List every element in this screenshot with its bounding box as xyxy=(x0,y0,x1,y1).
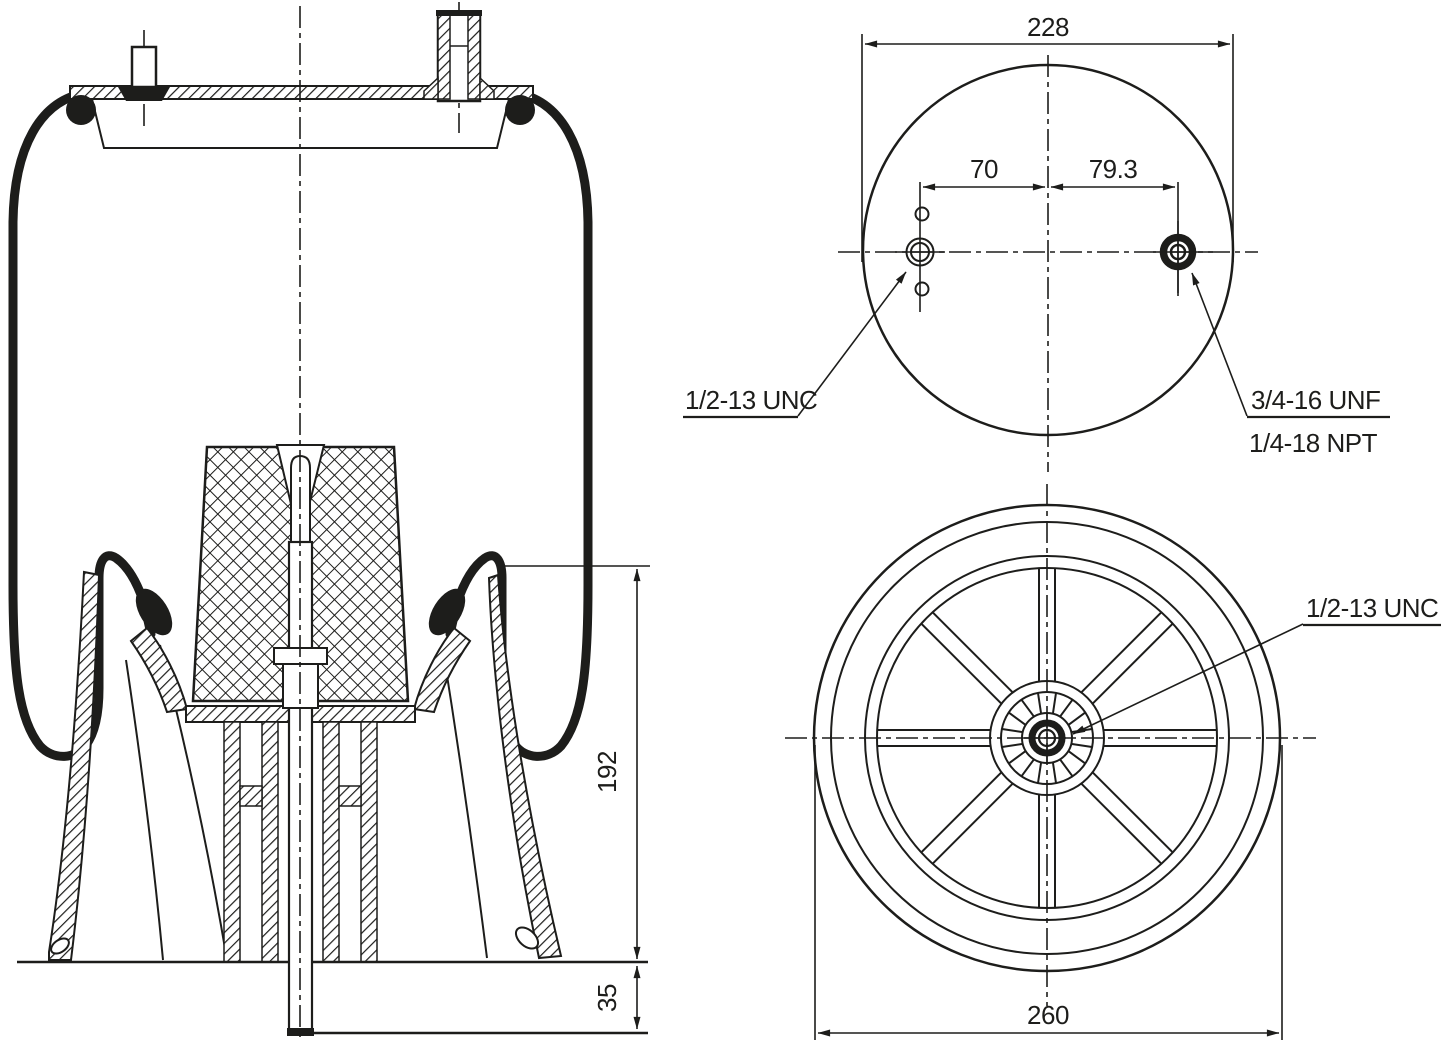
label-stud-thread: 1/2-13 UNC xyxy=(685,385,817,415)
label-center-thread: 1/2-13 UNC xyxy=(1306,593,1438,623)
dimension-diameter-228: 228 xyxy=(861,12,1234,262)
dimension-offset-79-3: 79.3 xyxy=(1050,154,1179,296)
dimension-diameter-260: 260 xyxy=(814,745,1283,1040)
label-fitting-thread: 3/4-16 UNF xyxy=(1251,385,1380,415)
top-view: 228 70 79.3 1/2-13 UNC xyxy=(683,12,1390,472)
girdle-clamp xyxy=(129,588,472,714)
stud-hole xyxy=(895,206,945,297)
bead-roll-right xyxy=(505,95,535,125)
callout-center-thread: 1/2-13 UNC xyxy=(1072,593,1441,735)
air-port-hole xyxy=(1153,221,1213,293)
dim-label-79-3: 79.3 xyxy=(1089,154,1138,184)
dimension-height-192: 192 xyxy=(504,565,650,960)
callout-fitting-thread: 3/4-16 UNF 1/4-18 NPT xyxy=(1191,272,1390,458)
bead-roll-left xyxy=(66,95,96,125)
air-fitting-boss xyxy=(423,2,495,133)
dimension-offset-70: 70 xyxy=(919,154,1046,312)
mounting-stud xyxy=(118,30,170,128)
label-port-thread: 1/4-18 NPT xyxy=(1249,428,1378,458)
piston-skirt xyxy=(48,570,563,961)
pin-hole-upper xyxy=(914,206,930,222)
dim-label-192: 192 xyxy=(592,751,622,793)
dim-label-35: 35 xyxy=(592,984,622,1012)
piston-base xyxy=(17,960,648,1035)
callout-stud-thread: 1/2-13 UNC xyxy=(683,271,907,419)
dim-label-70: 70 xyxy=(970,154,998,184)
dimension-base-35: 35 xyxy=(592,965,641,1030)
bellows-outline xyxy=(8,88,593,761)
dim-label-260: 260 xyxy=(1027,1000,1069,1030)
side-section-view: 192 35 xyxy=(8,2,650,1040)
pin-hole-lower xyxy=(914,281,930,297)
bottom-view: 260 1/2-13 UNC xyxy=(785,484,1441,1040)
dim-label-228: 228 xyxy=(1027,12,1069,42)
